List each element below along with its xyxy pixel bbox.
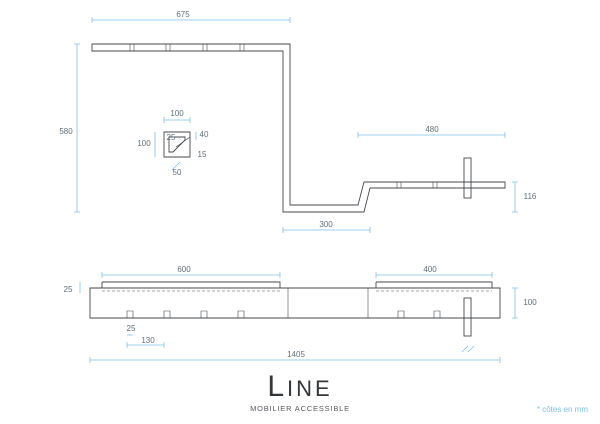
front-view-outline (89, 287, 501, 319)
dim-480: 480 (425, 125, 439, 134)
front-dimension-lines (79, 272, 518, 363)
logo-initial: L (267, 370, 287, 403)
units-note: * côtes en mm (536, 405, 588, 414)
brand-logo: LINE (0, 370, 600, 404)
right-post-front (463, 297, 472, 337)
dim-116: 116 (524, 192, 537, 201)
top-view: 675 580 100 100 25 40 15 50 480 116 300 (59, 10, 537, 233)
dim-40: 40 (200, 130, 209, 139)
dim-100-height: 100 (137, 139, 151, 148)
top-dimension-lines (74, 17, 518, 233)
dim-15: 15 (198, 150, 207, 159)
dim-50: 50 (173, 168, 182, 177)
dim-25-top: 25 (64, 285, 73, 294)
section-profile (163, 131, 191, 158)
dim-400: 400 (423, 265, 437, 274)
logo-rest: INE (287, 376, 333, 401)
dim-130: 130 (141, 336, 155, 345)
front-slots (126, 310, 441, 318)
dim-580: 580 (59, 127, 73, 136)
dim-25-slot: 25 (127, 324, 136, 333)
brand-tagline: MOBILIER ACCESSIBLE (250, 404, 350, 413)
dim-25-inner: 25 (167, 133, 176, 142)
dim-100-width: 100 (170, 109, 184, 118)
dim-300: 300 (319, 220, 333, 229)
dim-1405: 1405 (287, 350, 305, 359)
top-bar-slots (129, 44, 438, 188)
dim-600: 600 (177, 265, 191, 274)
dim-100-front: 100 (523, 298, 537, 307)
top-view-outline (91, 43, 506, 213)
front-view: 600 400 25 100 25 130 1405 (64, 265, 537, 363)
dim-675: 675 (176, 10, 190, 19)
right-post-top (463, 157, 472, 199)
